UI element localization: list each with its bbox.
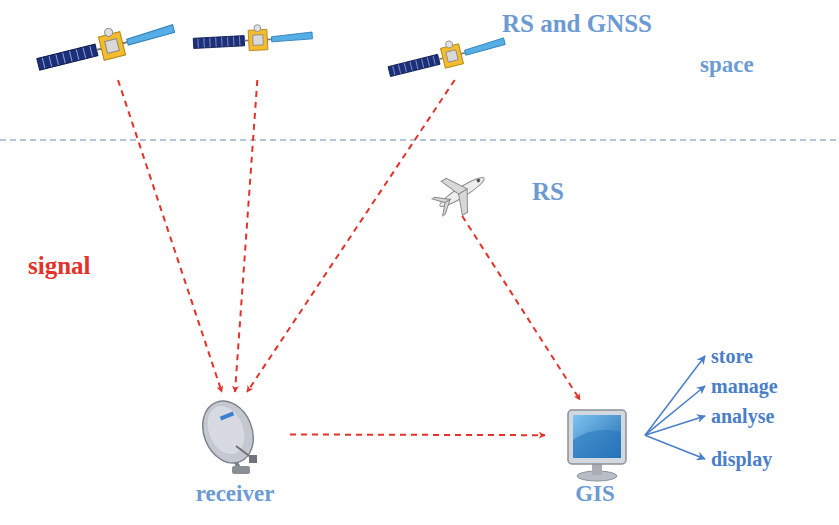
region-label: space — [700, 52, 754, 77]
node-text: GIS — [575, 481, 615, 506]
function-item: store — [705, 340, 761, 372]
computer-monitor — [568, 410, 626, 481]
function-arrow — [645, 435, 705, 459]
node-text: receiver — [196, 481, 275, 506]
satellite — [193, 22, 313, 54]
function-item: analyse — [705, 400, 783, 432]
signal-arrow — [118, 80, 222, 392]
node-text: manage — [711, 375, 778, 397]
node-text: analyse — [711, 405, 774, 427]
function-arrow — [645, 416, 705, 435]
gis-node: GIS — [545, 400, 645, 510]
space-boundary — [0, 139, 839, 141]
node-text: display — [711, 448, 772, 470]
satellite — [34, 13, 177, 76]
receiver-dish — [194, 393, 262, 474]
airplane — [427, 161, 495, 224]
node-text: RS and GNSS — [502, 10, 652, 38]
signal-arrow — [462, 216, 580, 400]
function-arrow — [645, 356, 705, 435]
signal-arrow — [247, 80, 455, 392]
node-text: RS — [532, 178, 564, 206]
signal-arrow — [290, 433, 545, 436]
satellite — [386, 28, 508, 82]
function-item: manage — [705, 370, 786, 402]
signal-arrow — [235, 80, 257, 392]
receiver-node: receiver — [180, 392, 290, 510]
node-text: store — [711, 345, 753, 367]
function-item: display — [705, 443, 781, 475]
aircraft-node: RS — [430, 168, 570, 216]
function-arrow — [645, 386, 705, 435]
satellite-group: RS and GNSS — [60, 6, 658, 80]
signal-label: signal — [28, 252, 91, 280]
